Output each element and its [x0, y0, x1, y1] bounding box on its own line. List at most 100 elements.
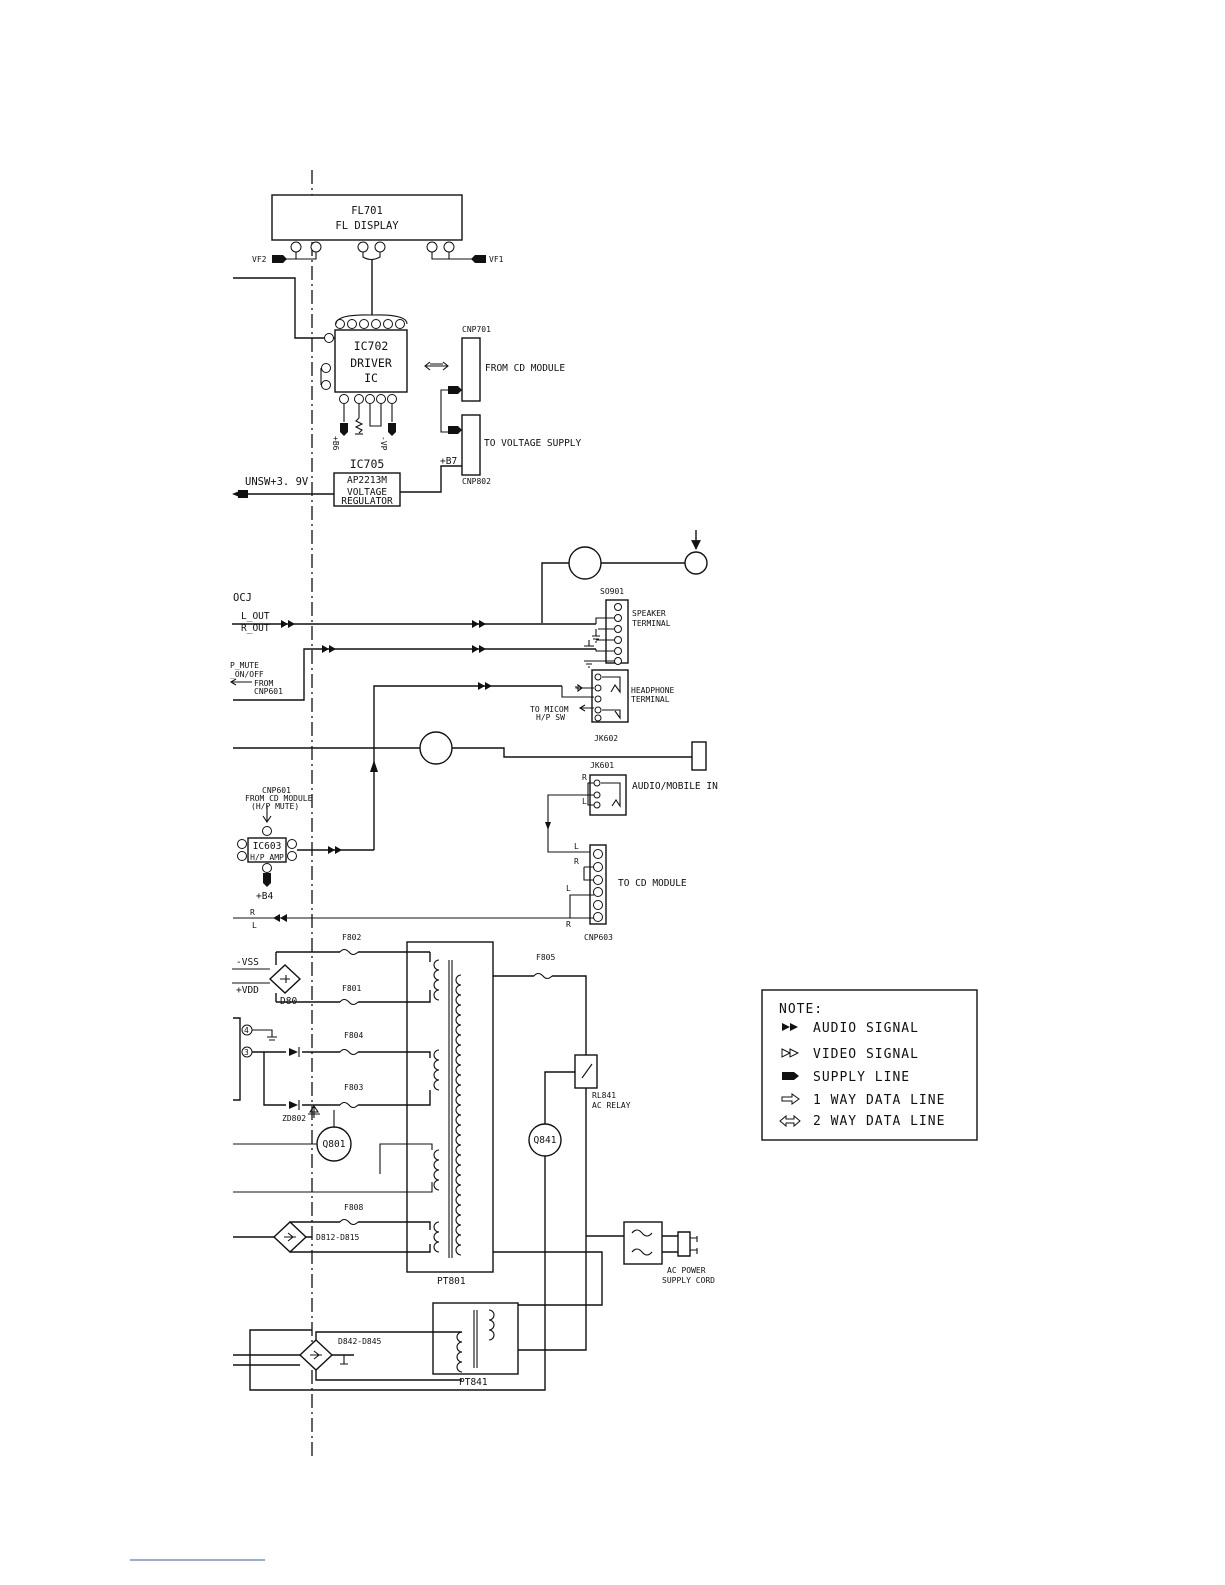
ic702-line1: DRIVER [350, 356, 392, 370]
video-signal-icon [781, 1048, 792, 1058]
fl701-pins [290, 241, 455, 253]
so901-line1: SPEAKER [632, 609, 666, 618]
ac-cord-line1: AC POWER [667, 1266, 706, 1275]
so901-ref: SO901 [600, 587, 624, 596]
jk602-ref: JK602 [594, 734, 618, 743]
legend-two-way-data: 2 WAY DATA LINE [813, 1114, 945, 1129]
pt841-transformer: PT841 [432, 1302, 519, 1388]
two-way-data-icon [779, 1114, 801, 1128]
vf2-label: VF2 [252, 255, 267, 264]
rl841-ac-relay: RL841 AC RELAY [574, 1054, 631, 1110]
f802-label: F802 [342, 933, 361, 942]
vss-label: -VSS [236, 957, 259, 968]
zd802-ref: ZD802 [282, 1114, 306, 1123]
b4-label: +B4 [256, 891, 273, 902]
connector-circle-b [684, 551, 708, 575]
unsw-label: UNSW+3. 9V [245, 476, 309, 488]
rl841-sub: AC RELAY [592, 1101, 631, 1110]
ic705-part: AP2213M [347, 475, 387, 486]
ac-line-filter [623, 1221, 663, 1265]
jk601-ref: JK601 [590, 761, 614, 770]
d80-ref: D80 [280, 996, 297, 1007]
b6-label: +B6 [331, 436, 340, 451]
ic705-line2: REGULATOR [341, 496, 393, 507]
ic705-line1: VOLTAGE [347, 487, 387, 498]
legend-video-signal: VIDEO SIGNAL [813, 1047, 919, 1062]
vdd-label: +VDD [236, 985, 259, 996]
fl701-name: FL DISPLAY [335, 220, 399, 232]
cnp603-r-label: R [574, 857, 579, 866]
jk601-audio-mobile-in: JK601 AUDIO/MOBILE IN R L [582, 761, 718, 816]
ocj-label: OCJ [233, 592, 252, 604]
r-label: R [250, 908, 255, 917]
transformer-winding [433, 1049, 440, 1091]
rl841-ref: RL841 [592, 1091, 616, 1100]
transformer-winding [433, 1149, 440, 1191]
legend-audio-signal: AUDIO SIGNAL [813, 1021, 919, 1036]
d812-ref: D812-D815 [316, 1233, 360, 1242]
cnp603-connector: TO CD MODULE CNP603 L R L R [566, 842, 687, 942]
pt841-ref: PT841 [459, 1377, 488, 1388]
to-micom-label: TO MICOM [530, 705, 569, 714]
ic603-sub: H/P AMP [250, 853, 284, 862]
cnp601-label: CNP601 [254, 687, 283, 696]
cnp603-l-label: L [574, 842, 579, 851]
ic705-ref: IC705 [350, 457, 385, 471]
jk601-l-label: L [582, 797, 587, 806]
l-out-label: L_OUT [241, 611, 270, 622]
transformer-winding [455, 974, 462, 1256]
jk602-line2: TERMINAL [631, 695, 670, 704]
l-label: L [252, 921, 257, 930]
f805-label: F805 [536, 953, 555, 962]
connector-circle-a [568, 546, 602, 580]
so901-line2: TERMINAL [632, 619, 671, 628]
f808-label: F808 [344, 1203, 363, 1212]
audio-signal-arrows [273, 620, 492, 922]
cnp701-label: FROM CD MODULE [485, 363, 565, 374]
ic702-ref: IC702 [354, 339, 389, 353]
jk601-r-label: R [582, 773, 587, 782]
ac-plug [677, 1231, 698, 1257]
transformer-winding [433, 1221, 440, 1253]
vp-label: -VP [379, 436, 388, 451]
connector-circle-c [419, 731, 453, 765]
d812-bridge: D812-D815 [272, 1221, 360, 1253]
p-mute-label: P_MUTE [230, 661, 259, 670]
pt801-coils [433, 959, 462, 1256]
q801-ref: Q801 [323, 1139, 346, 1150]
cnp802-label: TO VOLTAGE SUPPLY [484, 438, 582, 449]
legend-one-way-data: 1 WAY DATA LINE [813, 1093, 945, 1108]
f801-label: F801 [342, 984, 361, 993]
r-out-label: R_OUT [241, 623, 270, 634]
ic603-ref: IC603 [253, 841, 282, 852]
audio-signal-icon [782, 1023, 790, 1031]
one-way-data-icon [781, 1093, 800, 1105]
legend-supply-line: SUPPLY LINE [813, 1070, 910, 1085]
pt801-transformer: PT801 [406, 941, 494, 1287]
legend-note: NOTE: AUDIO SIGNAL VIDEO SIGNAL SUPPLY L… [761, 989, 978, 1141]
ic702-pins [321, 319, 405, 404]
svg-text:4: 4 [244, 1026, 249, 1035]
q841-ref: Q841 [534, 1135, 557, 1146]
vf2-supply-arrow [272, 255, 287, 263]
ic702-line2: IC [364, 371, 378, 385]
connector-block [691, 741, 707, 771]
pt801-ref: PT801 [437, 1276, 466, 1287]
hp-mute-label: (H/P MUTE) [251, 802, 299, 811]
cnp603-label: TO CD MODULE [618, 878, 687, 889]
on-off-label: _ON/OFF [230, 670, 264, 679]
so901-speaker-terminal: SO901 SPEAKER TERMINAL [600, 587, 671, 665]
f804-label: F804 [344, 1031, 363, 1040]
svg-text:3: 3 [244, 1048, 249, 1057]
d80-bridge: D80 [268, 964, 302, 1007]
cnp701-ref: CNP701 [462, 325, 491, 334]
vf1-supply-arrow [471, 255, 486, 263]
cnp802-connector: CNP802 TO VOLTAGE SUPPLY [461, 414, 582, 486]
jk601-label: AUDIO/MOBILE IN [632, 781, 718, 792]
fl701-display: FL701 FL DISPLAY [271, 194, 463, 241]
cnp603-ref: CNP603 [584, 933, 613, 942]
ic705-voltage-regulator: IC705 AP2213M VOLTAGE REGULATOR [333, 457, 401, 507]
vf1-label: VF1 [489, 255, 504, 264]
cnp603-l2-label: L [566, 884, 571, 893]
